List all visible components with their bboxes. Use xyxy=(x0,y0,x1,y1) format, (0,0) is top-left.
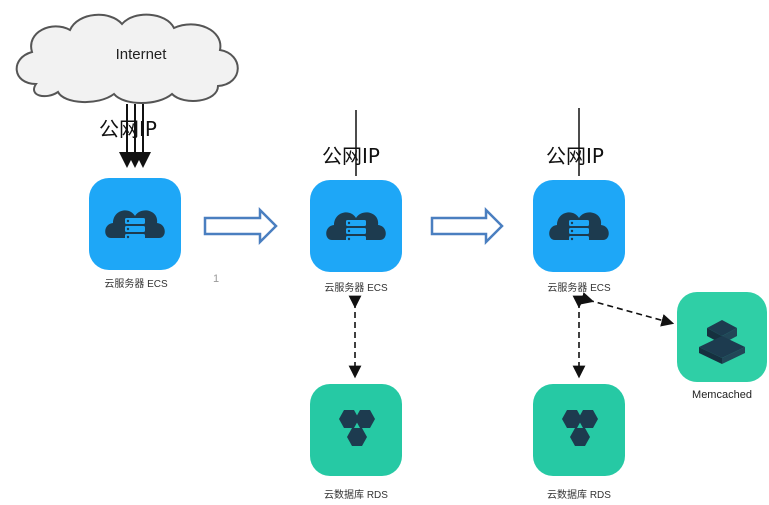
ecs-node-3 xyxy=(533,180,625,272)
ecs-caption-2: 云服务器 ECS xyxy=(324,283,388,294)
ecs-node-2 xyxy=(310,180,402,272)
ecs-caption-3: 云服务器 ECS xyxy=(547,283,611,294)
ecs-caption-1: 云服务器 ECS xyxy=(104,279,168,290)
cloud-server-icon xyxy=(105,210,165,240)
transition-arrow-2 xyxy=(430,206,504,246)
rds-node-2 xyxy=(310,384,402,476)
ecs-memcached-link xyxy=(580,292,675,327)
public-ip-label-3: 公网IP xyxy=(546,144,604,168)
cloud-server-icon xyxy=(326,212,386,242)
memcached-node xyxy=(677,292,767,382)
database-hexagons-icon xyxy=(339,410,375,446)
rds-caption-2: 云数据库 RDS xyxy=(324,490,388,501)
internet-label: Internet xyxy=(115,46,167,63)
rds-node-3 xyxy=(533,384,625,476)
internet-cloud xyxy=(15,13,239,104)
database-hexagons-icon xyxy=(562,410,598,446)
memcached-caption: Memcached xyxy=(692,389,752,401)
transition-arrow-1 xyxy=(203,206,278,246)
internet-link-arrows xyxy=(119,104,151,168)
stray-mark: 1 xyxy=(213,273,220,285)
ecs-node-1 xyxy=(89,178,181,270)
cloud-server-icon xyxy=(549,212,609,242)
stacked-blocks-icon xyxy=(699,320,745,364)
rds-caption-3: 云数据库 RDS xyxy=(547,490,611,501)
public-ip-label-2: 公网IP xyxy=(322,144,380,168)
